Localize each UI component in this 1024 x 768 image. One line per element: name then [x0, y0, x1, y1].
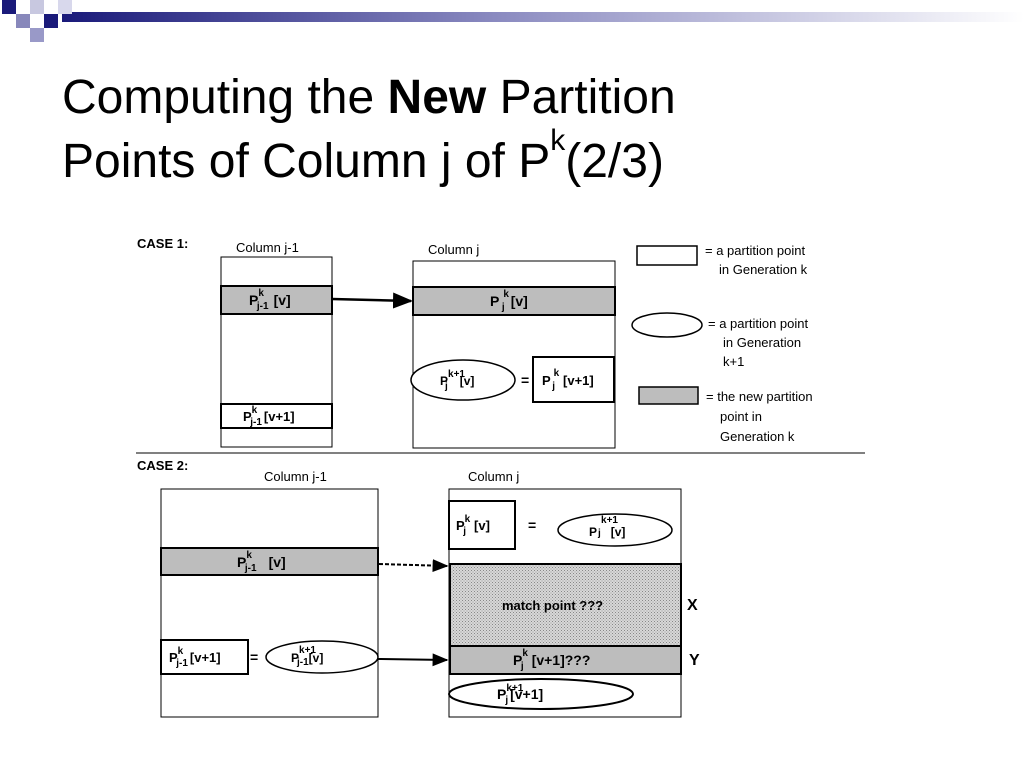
case2-column-left [160, 488, 379, 718]
case1-label: CASE 1: [137, 236, 188, 251]
corner-square-4 [44, 14, 58, 28]
title-part2: Partition [486, 71, 676, 124]
case2-box-left-mid [160, 547, 379, 576]
case1-col-left-label: Column j-1 [236, 240, 299, 255]
case2-col-right-label: Column j [468, 469, 519, 484]
case1-box-left-bottom [220, 403, 333, 429]
corner-square-1 [2, 0, 16, 14]
legend-rect-symbol [636, 245, 698, 266]
case2-box-right-top [448, 500, 516, 550]
corner-square-3 [30, 0, 44, 14]
case2-solid-arrow [377, 653, 449, 667]
corner-square-5 [30, 28, 44, 42]
case2-oval-right-bottom [448, 678, 634, 710]
title-sup: k [550, 124, 566, 157]
case2-oval-right-top [557, 513, 673, 547]
slide-decoration [2, 0, 1024, 42]
corner-square-6 [58, 0, 72, 14]
legend-oval-line1: = a partition point [708, 316, 808, 331]
case2-match-region [449, 563, 682, 647]
legend-oval-symbol [631, 312, 703, 338]
case2-x-label: X [687, 597, 698, 614]
legend-gray-line1: = the new partition [706, 389, 813, 404]
top-gradient-bar [62, 12, 1024, 22]
case2-equals-bottom: = [250, 649, 258, 665]
case1-arrow [331, 292, 413, 309]
title-line2: Points of Column j of P [62, 135, 551, 188]
corner-square-2 [16, 14, 30, 28]
case2-y-label: Y [689, 652, 700, 669]
title-part1: Computing the [62, 71, 388, 124]
case1-column-left [220, 256, 333, 448]
title-suffix: (2/3) [565, 135, 664, 188]
case1-column-right [412, 260, 616, 449]
legend-gray-line3: Generation k [720, 429, 795, 444]
legend-gray-symbol [638, 386, 699, 405]
legend-oval-line3: k+1 [723, 354, 744, 369]
case2-oval-left-bottom [265, 640, 379, 674]
title-bold: New [387, 71, 487, 124]
legend-oval-line2: in Generation [723, 335, 801, 350]
case2-dashed-arrow [378, 559, 449, 572]
case2-box-right-y [449, 645, 682, 675]
page-title: Computing the New Partition Points of Co… [62, 66, 676, 194]
case1-equals: = [521, 372, 529, 388]
case1-box-left-top [220, 285, 333, 315]
case1-box-right-eq [532, 356, 615, 403]
case1-box-right-top [412, 286, 616, 316]
case2-box-left-bottom [160, 639, 249, 675]
legend-rect-line2: in Generation k [719, 262, 808, 277]
legend-rect-line1: = a partition point [705, 243, 805, 258]
case2-equals-top: = [528, 517, 536, 533]
case1-oval [410, 359, 516, 401]
case2-match-text: match point ??? [502, 598, 603, 613]
case2-label: CASE 2: [137, 458, 188, 473]
case1-col-right-label: Column j [428, 242, 479, 257]
case2-col-left-label: Column j-1 [264, 469, 327, 484]
legend-gray-line2: point in [720, 409, 762, 424]
